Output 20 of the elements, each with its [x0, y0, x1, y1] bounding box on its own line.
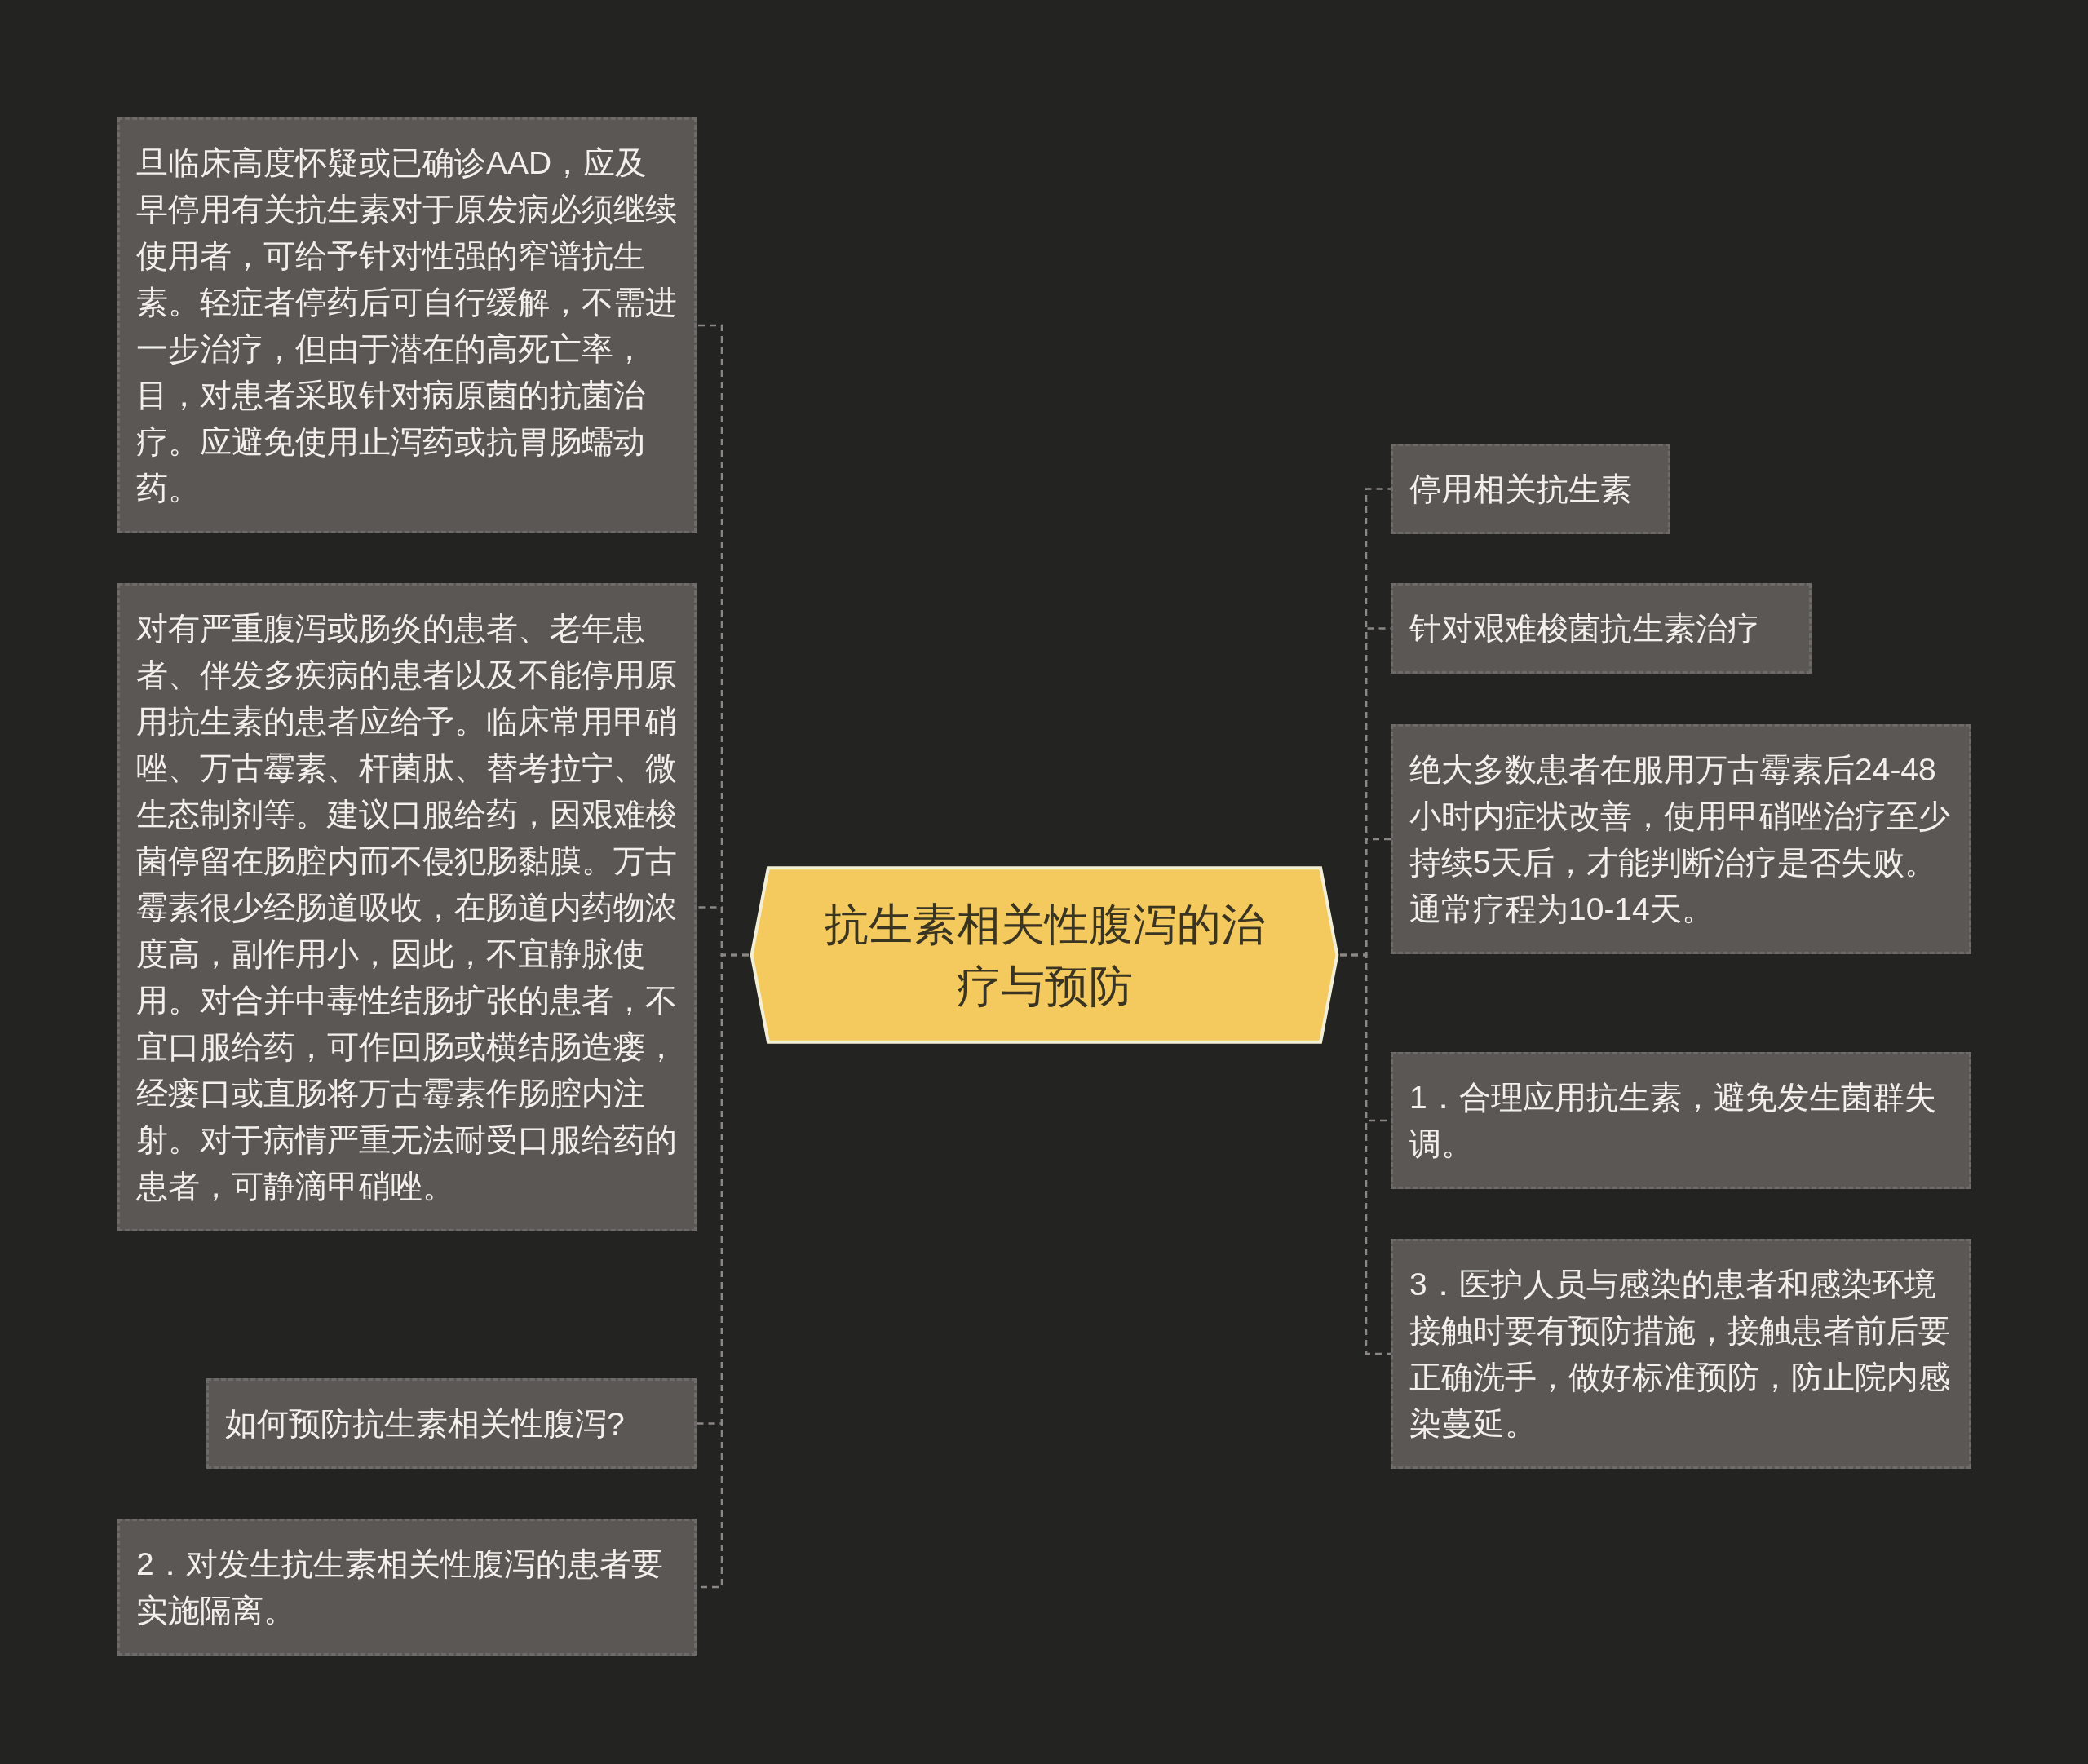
topic-box: [1391, 444, 1670, 534]
topic-title: 抗生素相关性腹泻的治疗与预防: [823, 899, 1266, 1012]
topic-text: 对有严重腹泻或肠炎的患者、老年患者、伴发多疾病的患者以及不能停用原用抗生素的患者应给予。临床常用甲硝唑、万古霉素、杆菌肽、替考拉宁、微生态制剂等。建议口服给药，因艰难梭菌停留在肠腔内而不侵犯肠黏膜。万古霉素很少经肠道吸收，在肠道内药物浓度高，副作用小，因此，不宜静脉使用。对合并中毒性结肠扩张的患者，不宜口服给药，可作回肠或横结肠造瘘，经瘘口或直肠将万古霉素作肠腔内注射。对于病情严重无法耐受口服给药的患者，可静滴甲硝唑。: [136, 610, 678, 1205]
topic-text: 停用相关抗生素: [1409, 471, 1633, 508]
central-topic: [749, 865, 1340, 1045]
topic-box: [1391, 724, 1971, 954]
connector-line: [1340, 953, 1391, 1355]
topic-text: 1．合理应用抗生素，避免发生菌群失调。: [1409, 1079, 1937, 1163]
topic-box: [117, 1519, 697, 1656]
topic-text: 如何预防抗生素相关性腹泻?: [225, 1405, 626, 1443]
topic-text: 2．对发生抗生素相关性腹泻的患者要实施隔离。: [136, 1545, 664, 1629]
topic-box: [1391, 1052, 1971, 1189]
topic-box: [206, 1378, 697, 1469]
topic-box: [1391, 583, 1812, 674]
topic-text: 旦临床高度怀疑或已确诊AAD，应及早停用有关抗生素对于原发病必须继续使用者，可给予针对性强的窄谱抗生素。轻症者停药后可自行缓解，不需进一步治疗，但由于潜在的高死亡率，目，对患者采取针对病原菌的抗菌治疗。应避免使用止泻药或抗胃肠蠕动药。: [136, 144, 678, 507]
topic-box: [117, 117, 697, 533]
topic-text: 3．医护人员与感染的患者和感染环境接触时要有预防措施，接触患者前后要正确洗手，做好标准预防，防止院内感染蔓延。: [1409, 1266, 1951, 1443]
topic-box: [1391, 1239, 1971, 1469]
topic-text: 绝大多数患者在服用万古霉素后24-48小时内症状改善，使用甲硝唑治疗至少持续5天后，才能判断治疗是否失败。通常疗程为10-14天。: [1409, 751, 1951, 928]
topic-text: 针对艰难梭菌抗生素治疗: [1409, 610, 1760, 648]
